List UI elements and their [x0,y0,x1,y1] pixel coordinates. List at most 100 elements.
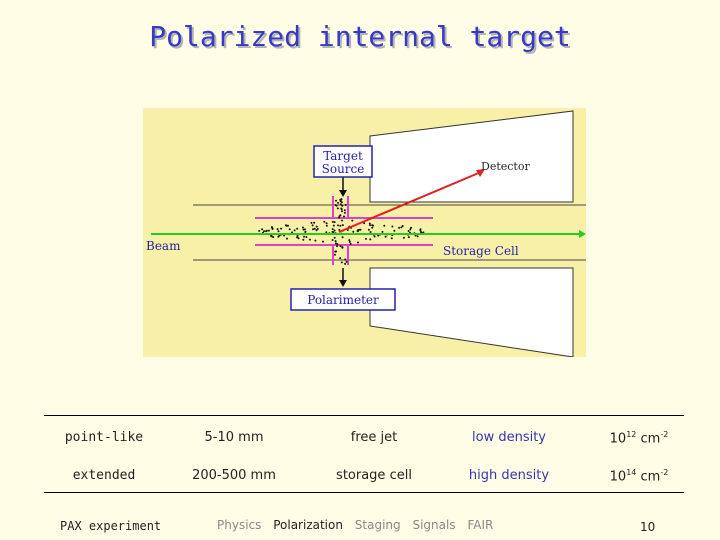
table-rule-bottom [44,492,684,493]
gas-particle [339,245,342,248]
gas-particle [339,224,342,227]
nav-link-fair[interactable]: FAIR [467,518,494,532]
gas-particle [285,224,287,227]
gas-particle [341,210,343,213]
gas-particle [311,224,314,227]
gas-particle [337,201,339,204]
gas-particle [352,230,355,233]
gas-particle [333,221,336,224]
gas-particle [308,238,311,241]
gas-particle [343,211,346,214]
gas-particle [343,209,346,212]
page-number: 10 [640,520,656,534]
detector-label: Detector [481,160,530,173]
gas-particle [348,239,351,242]
gas-particle [315,225,318,228]
target-size: 5-10 mm [204,430,264,445]
areal-density-exponent: 14 [626,468,637,477]
gas-particle [334,250,337,253]
gas-particle [383,224,386,227]
gas-particle [333,236,336,239]
gas-particle [369,224,371,227]
source-arrowhead [339,190,347,197]
table-row: extended 200-500 mm storage cell high de… [44,457,684,495]
gas-particle [365,237,367,240]
gas-particle [293,229,296,232]
target-source-label-line1: Target [323,149,363,163]
gas-particle [322,240,324,243]
gas-particle [303,235,305,238]
areal-density-base: 10 [609,431,627,447]
gas-particle [373,235,376,238]
gas-particle [367,228,370,231]
gas-particle [332,224,335,227]
gas-particle [343,215,345,218]
areal-density: 1012 cm-2 [584,430,694,446]
gas-particle [363,222,366,225]
gas-particle [348,240,351,243]
gas-particle [401,225,404,227]
gas-particle [341,204,344,207]
slide-title: Polarized internal target [149,20,571,53]
gas-particle [288,228,291,231]
nav-link-physics[interactable]: Physics [217,518,262,532]
beam-label: Beam [146,239,181,253]
gas-particle [302,238,305,241]
target-setup-diagram: Target Source Polarimeter Detector Beam … [143,108,586,357]
target-kind: storage cell [336,468,412,483]
gas-particle [331,220,334,223]
polarimeter-box [290,288,396,311]
gas-particle [296,234,299,237]
gas-particle [338,216,341,219]
polarimeter-arrowhead [339,280,347,287]
gas-particle [258,229,261,232]
gas-particle [331,230,334,233]
gas-particle [402,236,405,239]
gas-particle [277,230,280,233]
gas-particle [369,231,372,233]
gas-particle [384,235,387,238]
nav-link-signals[interactable]: Signals [412,518,456,532]
target-density: low density [472,430,546,445]
gas-particle [398,226,401,229]
gas-particle [336,207,339,210]
gas-particle [344,203,347,206]
target-source-box [313,145,373,178]
gas-particle [276,228,279,231]
gas-particle [400,226,403,229]
gas-particle [303,228,306,231]
footer-navigation: Physics Polarization Staging Signals FAI… [217,518,501,532]
gas-particle [407,230,410,232]
gas-particle [334,242,337,245]
gas-particle [286,237,288,240]
detector-upper [369,110,574,203]
gas-particle [339,214,342,217]
gas-particle [372,224,375,227]
gas-particle [265,229,268,232]
gas-particle [335,199,337,202]
gas-particle [340,207,343,210]
gas-particle [344,262,347,265]
scattered-particle-track [338,171,482,233]
gas-particle [356,230,359,233]
gas-particle [369,238,372,241]
gas-particle [337,224,339,227]
gas-particle [341,219,343,222]
gas-particle [331,239,334,241]
nav-link-staging[interactable]: Staging [354,518,401,532]
areal-density-unit-exponent: -2 [660,468,669,477]
nav-link-polarization[interactable]: Polarization [273,518,343,532]
gas-particle [301,226,304,229]
gas-particle [325,222,328,225]
gas-particle [390,237,393,240]
gas-particle [341,224,344,227]
gas-particle [381,230,384,233]
gas-particle [419,229,422,232]
gas-particle [267,229,270,232]
gas-particle [272,236,275,239]
gas-particle [334,253,336,256]
target-type: point-like [64,430,144,445]
areal-density: 1014 cm-2 [584,468,694,484]
gas-particle [338,228,341,231]
gas-particle [340,201,343,204]
